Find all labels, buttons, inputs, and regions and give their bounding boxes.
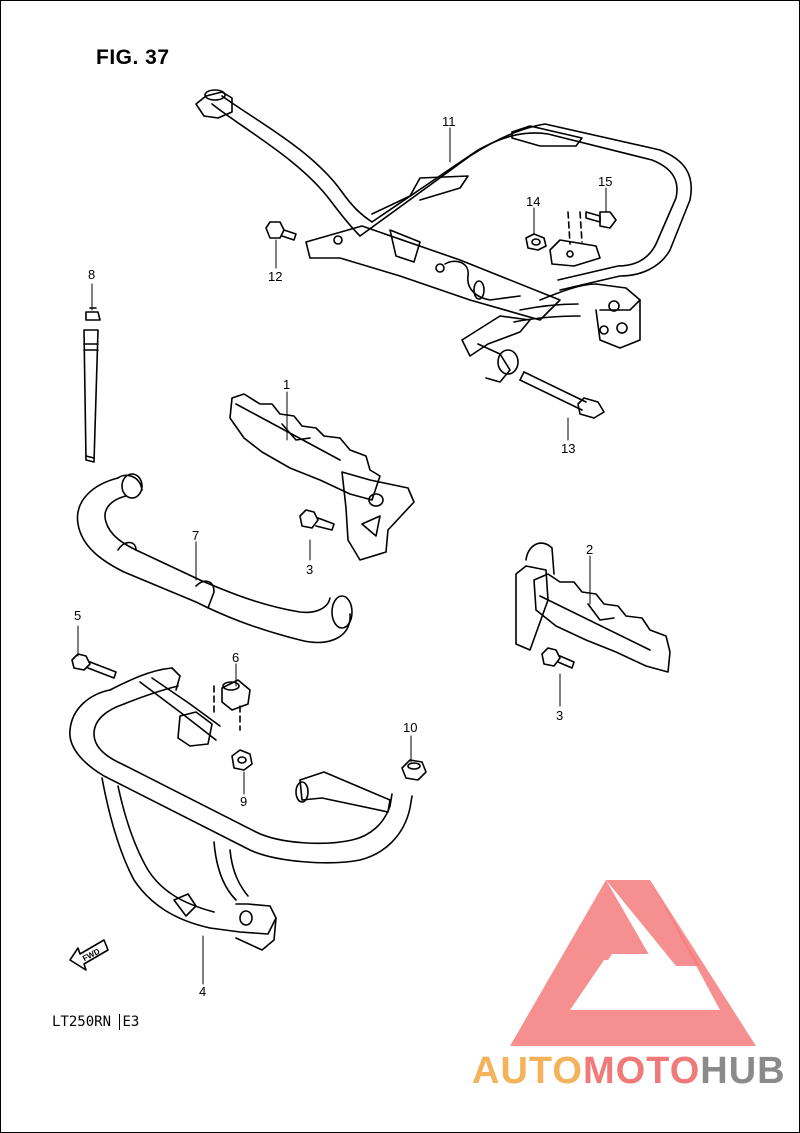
cable-strap <box>83 307 101 463</box>
collar-6 <box>213 679 251 731</box>
callout-11: 11 <box>442 114 456 129</box>
watermark-text-auto: AUTO <box>472 1050 583 1092</box>
bolt-5 <box>71 653 117 679</box>
leader-lines <box>77 127 607 985</box>
spacer-collar <box>477 343 519 383</box>
nut-10 <box>401 759 427 781</box>
footrest-right <box>515 542 671 673</box>
nut-14 <box>525 233 547 251</box>
callout-8: 8 <box>88 267 95 282</box>
watermark-text-moto: MOTO <box>582 1050 701 1092</box>
footrest-left <box>229 393 415 561</box>
callout-3-lower: 3 <box>556 708 563 723</box>
region-code: E3 <box>119 1014 140 1030</box>
front-bumper-bar <box>69 667 413 951</box>
callout-numbers: 1 2 3 3 4 5 6 7 8 9 10 11 12 13 14 15 <box>74 114 612 999</box>
callout-9: 9 <box>240 794 247 809</box>
callout-13: 13 <box>561 441 575 456</box>
model-code-text: LT250RN <box>52 1014 112 1030</box>
callout-2: 2 <box>586 542 593 557</box>
watermark-text: AUTOMOTOHUB <box>472 1050 786 1093</box>
bolt-3-lower <box>541 647 575 669</box>
bolt-12 <box>265 221 297 241</box>
watermark-logo-icon <box>510 880 756 1046</box>
model-code: LT250RN E3 <box>52 1014 140 1030</box>
callout-5: 5 <box>74 608 81 623</box>
callout-6: 6 <box>232 650 239 665</box>
callout-4: 4 <box>199 984 206 999</box>
callout-15: 15 <box>598 174 612 189</box>
bolt-3-upper <box>299 509 335 531</box>
fwd-arrow-icon <box>69 939 109 971</box>
callout-12: 12 <box>268 269 282 284</box>
nut-9 <box>231 749 253 771</box>
tube-cover <box>76 473 353 644</box>
bolt-13 <box>519 371 605 419</box>
callout-1: 1 <box>283 377 290 392</box>
watermark-text-hub: HUB <box>700 1050 786 1092</box>
callout-10: 10 <box>403 720 417 735</box>
rear-frame-carrier <box>195 89 692 357</box>
bolt-15 <box>585 211 617 229</box>
callout-14: 14 <box>526 194 540 209</box>
callout-3-upper: 3 <box>306 562 313 577</box>
figure-title: FIG. 37 <box>96 46 170 69</box>
callout-7: 7 <box>192 528 199 543</box>
